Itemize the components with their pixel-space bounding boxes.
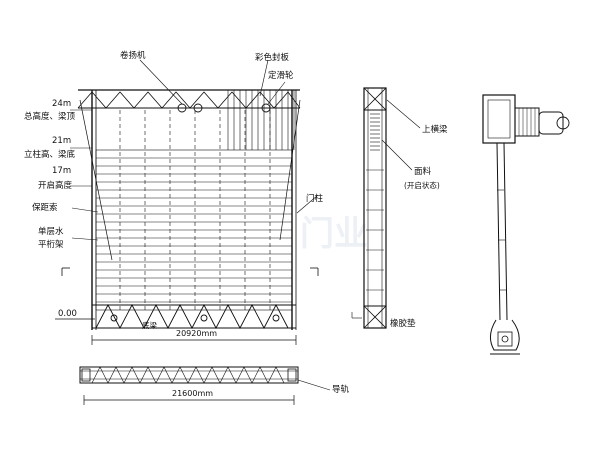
guide-rail-label: 导轨 bbox=[332, 384, 350, 395]
pulley-icon bbox=[193, 103, 203, 113]
winch-detail bbox=[482, 94, 570, 355]
ground-level-label: 0.00 bbox=[58, 309, 77, 319]
top-beam-label: 上横梁 bbox=[422, 124, 448, 135]
rail-width-dimension: 21600mm bbox=[172, 389, 213, 398]
fixed-pulley-icon bbox=[261, 103, 271, 113]
level-17m-desc: 开启高度 bbox=[38, 180, 73, 191]
safety-rope-label: 保距索 bbox=[32, 202, 58, 213]
level-24m-desc: 总高度、梁顶 bbox=[24, 111, 76, 122]
folded-fabric bbox=[370, 113, 380, 151]
truss-label-line2: 平桁架 bbox=[38, 239, 64, 250]
rail-view bbox=[79, 366, 331, 405]
fabric-label: 面料 bbox=[414, 166, 432, 177]
level-21m-value: 21m bbox=[52, 136, 71, 146]
front-width-dimension: 20920mm bbox=[176, 329, 217, 338]
bottom-beam-label: 底梁 bbox=[142, 320, 157, 330]
bottom-truss bbox=[92, 304, 296, 329]
rubber-pad-label: 橡胶垫 bbox=[390, 318, 416, 329]
front-view bbox=[55, 59, 319, 345]
truss-label-line1: 单层水 bbox=[38, 226, 64, 237]
level-21m-desc: 立柱高、梁底 bbox=[24, 149, 76, 160]
level-24m-value: 24m bbox=[52, 99, 71, 109]
color-panel-label: 彩色封板 bbox=[255, 52, 290, 63]
winch-label: 卷扬机 bbox=[120, 50, 146, 61]
fabric-state-label: (开启状态) bbox=[404, 180, 440, 190]
door-column-label: 门柱 bbox=[306, 193, 324, 204]
watermark-text: 门业 bbox=[300, 214, 368, 254]
fabric-panels bbox=[95, 110, 293, 311]
side-view bbox=[351, 87, 421, 329]
fixed-pulley-label: 定滑轮 bbox=[268, 70, 294, 81]
level-17m-value: 17m bbox=[52, 166, 71, 176]
